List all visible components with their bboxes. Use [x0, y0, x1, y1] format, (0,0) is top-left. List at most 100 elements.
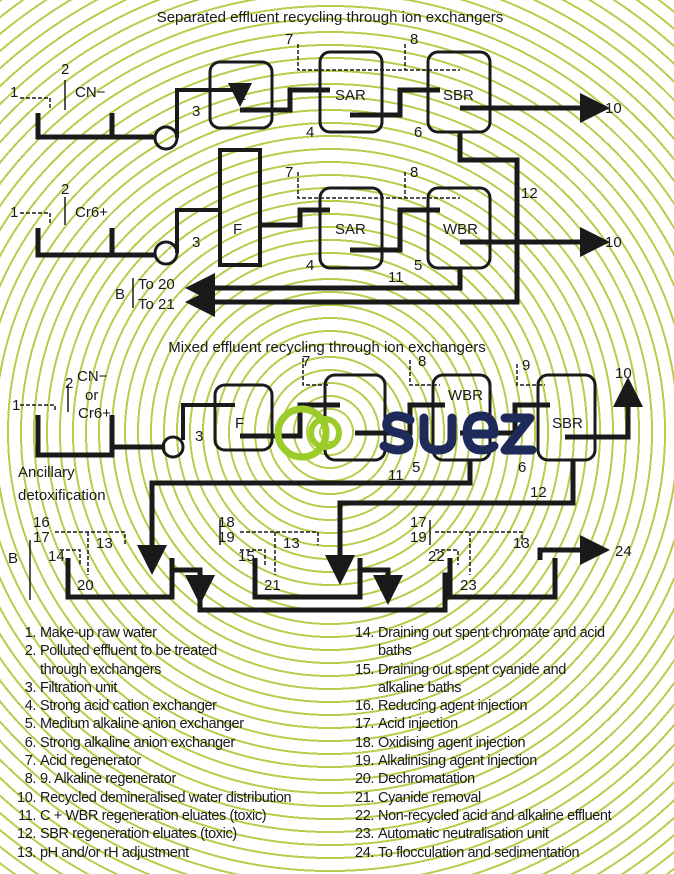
diagram-label: 19 [218, 529, 235, 546]
legend-number: 15. [355, 661, 374, 678]
legend-item: 10.Recycled demineralised water distribu… [0, 789, 292, 807]
legend-number: 4. [24, 698, 37, 715]
legend-text: Dechromatation [378, 771, 475, 788]
diagram-label: 3 [192, 234, 200, 251]
diagram-label: 7 [285, 31, 293, 48]
legend-item: 7.Acid regenerator [0, 752, 291, 770]
legend-text-continued: baths [378, 643, 412, 660]
legend-number: 16. [355, 698, 374, 715]
vessel-sar [318, 186, 384, 270]
legend-item: 5.Medium alkaline anion exchanger [0, 715, 291, 733]
diagram-label: 17 [33, 529, 50, 546]
legend-item: 24.To flocculation and sedimentation [340, 844, 611, 862]
legend-text: Acid regenerator [40, 753, 141, 770]
legend-item-continued: baths [340, 642, 611, 660]
diagram-label: 19 [410, 529, 427, 546]
legend-item: 19.Alkalinising agent injection [340, 752, 611, 770]
diagram-label: 11 [388, 269, 404, 286]
legend-item-continued: through exchangers [0, 661, 291, 679]
diagram-label: 13 [96, 535, 113, 552]
diagram-label: 24 [615, 543, 632, 560]
diagram-label: 9 [522, 357, 530, 374]
diagram-label: 23 [460, 577, 477, 594]
diagram-label: 12 [521, 185, 538, 202]
legend-item: 20.Dechromatation [340, 770, 611, 788]
diagram-label: Cr6+ [78, 405, 111, 422]
diagram-label: Cr6+ [75, 204, 108, 221]
tank-cr [35, 228, 115, 258]
diagram-label: 4 [306, 124, 314, 141]
diagram-label: 5 [412, 459, 420, 476]
diagram-label: Ancillary [18, 464, 75, 481]
legend-item: 16.Reducing agent injection [340, 697, 611, 715]
diagram-label: 2 [61, 181, 69, 198]
diagram-label: 2 [61, 61, 69, 78]
legend-number: 10. [17, 789, 36, 806]
legend-text: pH and/or rH adjustment [40, 844, 189, 861]
diagram-label: SBR [443, 87, 474, 104]
diagram-label: CN− [77, 368, 108, 385]
legend-item: 11.C + WBR regeneration eluates (toxic) [0, 807, 291, 825]
legend-text: C + WBR regeneration eluates (toxic) [40, 807, 267, 824]
diagram-label: 10 [605, 234, 622, 251]
diagram-label: SBR [552, 415, 583, 432]
vessel-sbr [536, 373, 597, 462]
diagram-label: 12 [530, 484, 547, 501]
legend-number: 12. [17, 826, 36, 843]
diagram-label: 21 [264, 577, 281, 594]
legend-item: 14.Draining out spent chromate and acid [340, 624, 611, 642]
diagram-label: 1 [10, 84, 18, 101]
legend-number: 20. [355, 771, 374, 788]
legend-item: 18.Oxidising agent injection [340, 734, 611, 752]
legend-number: 18. [355, 734, 374, 751]
diagram-label: 13 [283, 535, 300, 552]
legend-text: Make-up raw water [40, 625, 157, 641]
diagram-label: F [237, 91, 246, 108]
legend-item: 1.Make-up raw water [0, 624, 291, 642]
legend-text: Alkalinising agent injection [378, 753, 537, 770]
legend-item: 8.9. Alkaline regenerator [0, 770, 291, 788]
diagram-label: SAR [335, 221, 366, 238]
legend-number: 6. [24, 734, 37, 751]
diagram-label: 18 [218, 514, 235, 531]
legend-number: 21. [355, 789, 374, 806]
filter-f [218, 148, 262, 267]
legend-text: SBR regeneration eluates (toxic) [40, 826, 237, 843]
tank-mixed [35, 415, 115, 458]
diagram-label: 13 [513, 535, 530, 552]
legend-item: 2.Polluted effluent to be treated [0, 642, 291, 660]
legend-number: 23. [355, 826, 374, 843]
suez-wordmark [379, 411, 537, 455]
diagram-label: 10 [615, 365, 632, 382]
legend-text: Non-recycled acid and alkaline effluent [378, 807, 612, 824]
diagram-label: F [235, 415, 244, 432]
diagram-label: 3 [195, 428, 203, 445]
diagram-label: CN− [75, 84, 106, 101]
diagram-label: 16 [33, 514, 50, 531]
legend-text: Polluted effluent to be treated [40, 643, 217, 660]
pump-icon [153, 125, 179, 151]
diagram-label: 15 [238, 548, 255, 565]
legend-item-continued: alkaline baths [340, 679, 611, 697]
diagram-label: 7 [302, 353, 310, 370]
diagram-label: 14 [48, 548, 65, 565]
diagram-label: 6 [414, 124, 422, 141]
title-mixed: Mixed effluent recycling through ion exc… [168, 339, 485, 356]
legend-number: 5. [24, 716, 37, 733]
legend-number: 1. [24, 625, 37, 641]
diagram-label: 8 [410, 31, 418, 48]
diagram-label: F [233, 221, 242, 238]
diagram-label: B [8, 550, 18, 567]
diagram-label: 3 [192, 103, 200, 120]
legend-text: Cyanide removal [378, 789, 481, 806]
diagram-label: 17 [410, 514, 427, 531]
legend-text: Strong acid cation exchanger [40, 698, 217, 715]
pump-icon [161, 435, 185, 459]
legend-number: 13. [17, 844, 36, 861]
title-separated: Separated effluent recycling through ion… [157, 9, 504, 26]
vessel-sar [318, 50, 384, 134]
legend-item: 15.Draining out spent cyanide and [340, 661, 611, 679]
legend-text: Strong alkaline anion exchanger [40, 734, 235, 751]
legend-number: 3. [24, 679, 37, 696]
